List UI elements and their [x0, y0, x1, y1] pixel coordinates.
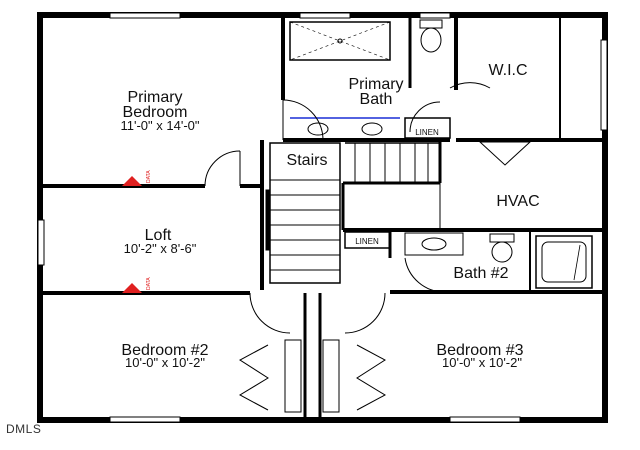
svg-text:DATA: DATA	[146, 170, 152, 183]
room-label-stairs: Stairs	[287, 152, 328, 169]
room-label-linen-mid: LINEN	[355, 237, 379, 246]
toilet-icon	[419, 19, 443, 53]
shower	[289, 21, 391, 61]
sink-icon	[404, 232, 464, 256]
door-swings	[204, 82, 532, 334]
stair-treads	[265, 142, 440, 284]
room-label-primary-bedroom: Primary	[127, 89, 182, 106]
closet-doors	[238, 339, 387, 413]
room-label-bedroom2: Bedroom #2	[121, 342, 208, 359]
room-dims-loft: 10'-2" x 8'-6"	[124, 241, 197, 256]
mls-watermark: DMLS	[6, 422, 42, 436]
room-label-bedroom3: Bedroom #3	[436, 342, 523, 359]
room-label-primary-bath: Primary	[348, 76, 403, 93]
toilet-icon	[489, 233, 515, 263]
room-label-loft: Loft	[145, 227, 172, 244]
room-label-primary-bath-2: Bath	[360, 91, 393, 108]
interior-walls	[42, 18, 602, 418]
room-dims-bedroom3: 10'-0" x 10'-2"	[442, 355, 522, 370]
data-marker: DATA	[122, 277, 152, 293]
room-label-bath2: Bath #2	[453, 265, 508, 282]
svg-text:DATA: DATA	[146, 277, 152, 290]
windows	[37, 12, 608, 423]
linen-closet	[344, 231, 391, 249]
bathtub	[535, 235, 593, 289]
linen-closet	[404, 117, 451, 139]
room-label-linen-top: LINEN	[415, 128, 439, 137]
room-dims-bedroom2: 10'-0" x 10'-2"	[125, 355, 205, 370]
room-dims-primary-bedroom: 11'-0" x 14'-0"	[121, 118, 200, 133]
room-label-hvac: HVAC	[496, 193, 539, 210]
data-marker: DATA	[122, 170, 152, 186]
room-label-wic: W.I.C	[488, 62, 527, 79]
room-label-primary-bedroom-2: Bedroom	[123, 104, 188, 121]
double-vanity	[290, 117, 400, 136]
